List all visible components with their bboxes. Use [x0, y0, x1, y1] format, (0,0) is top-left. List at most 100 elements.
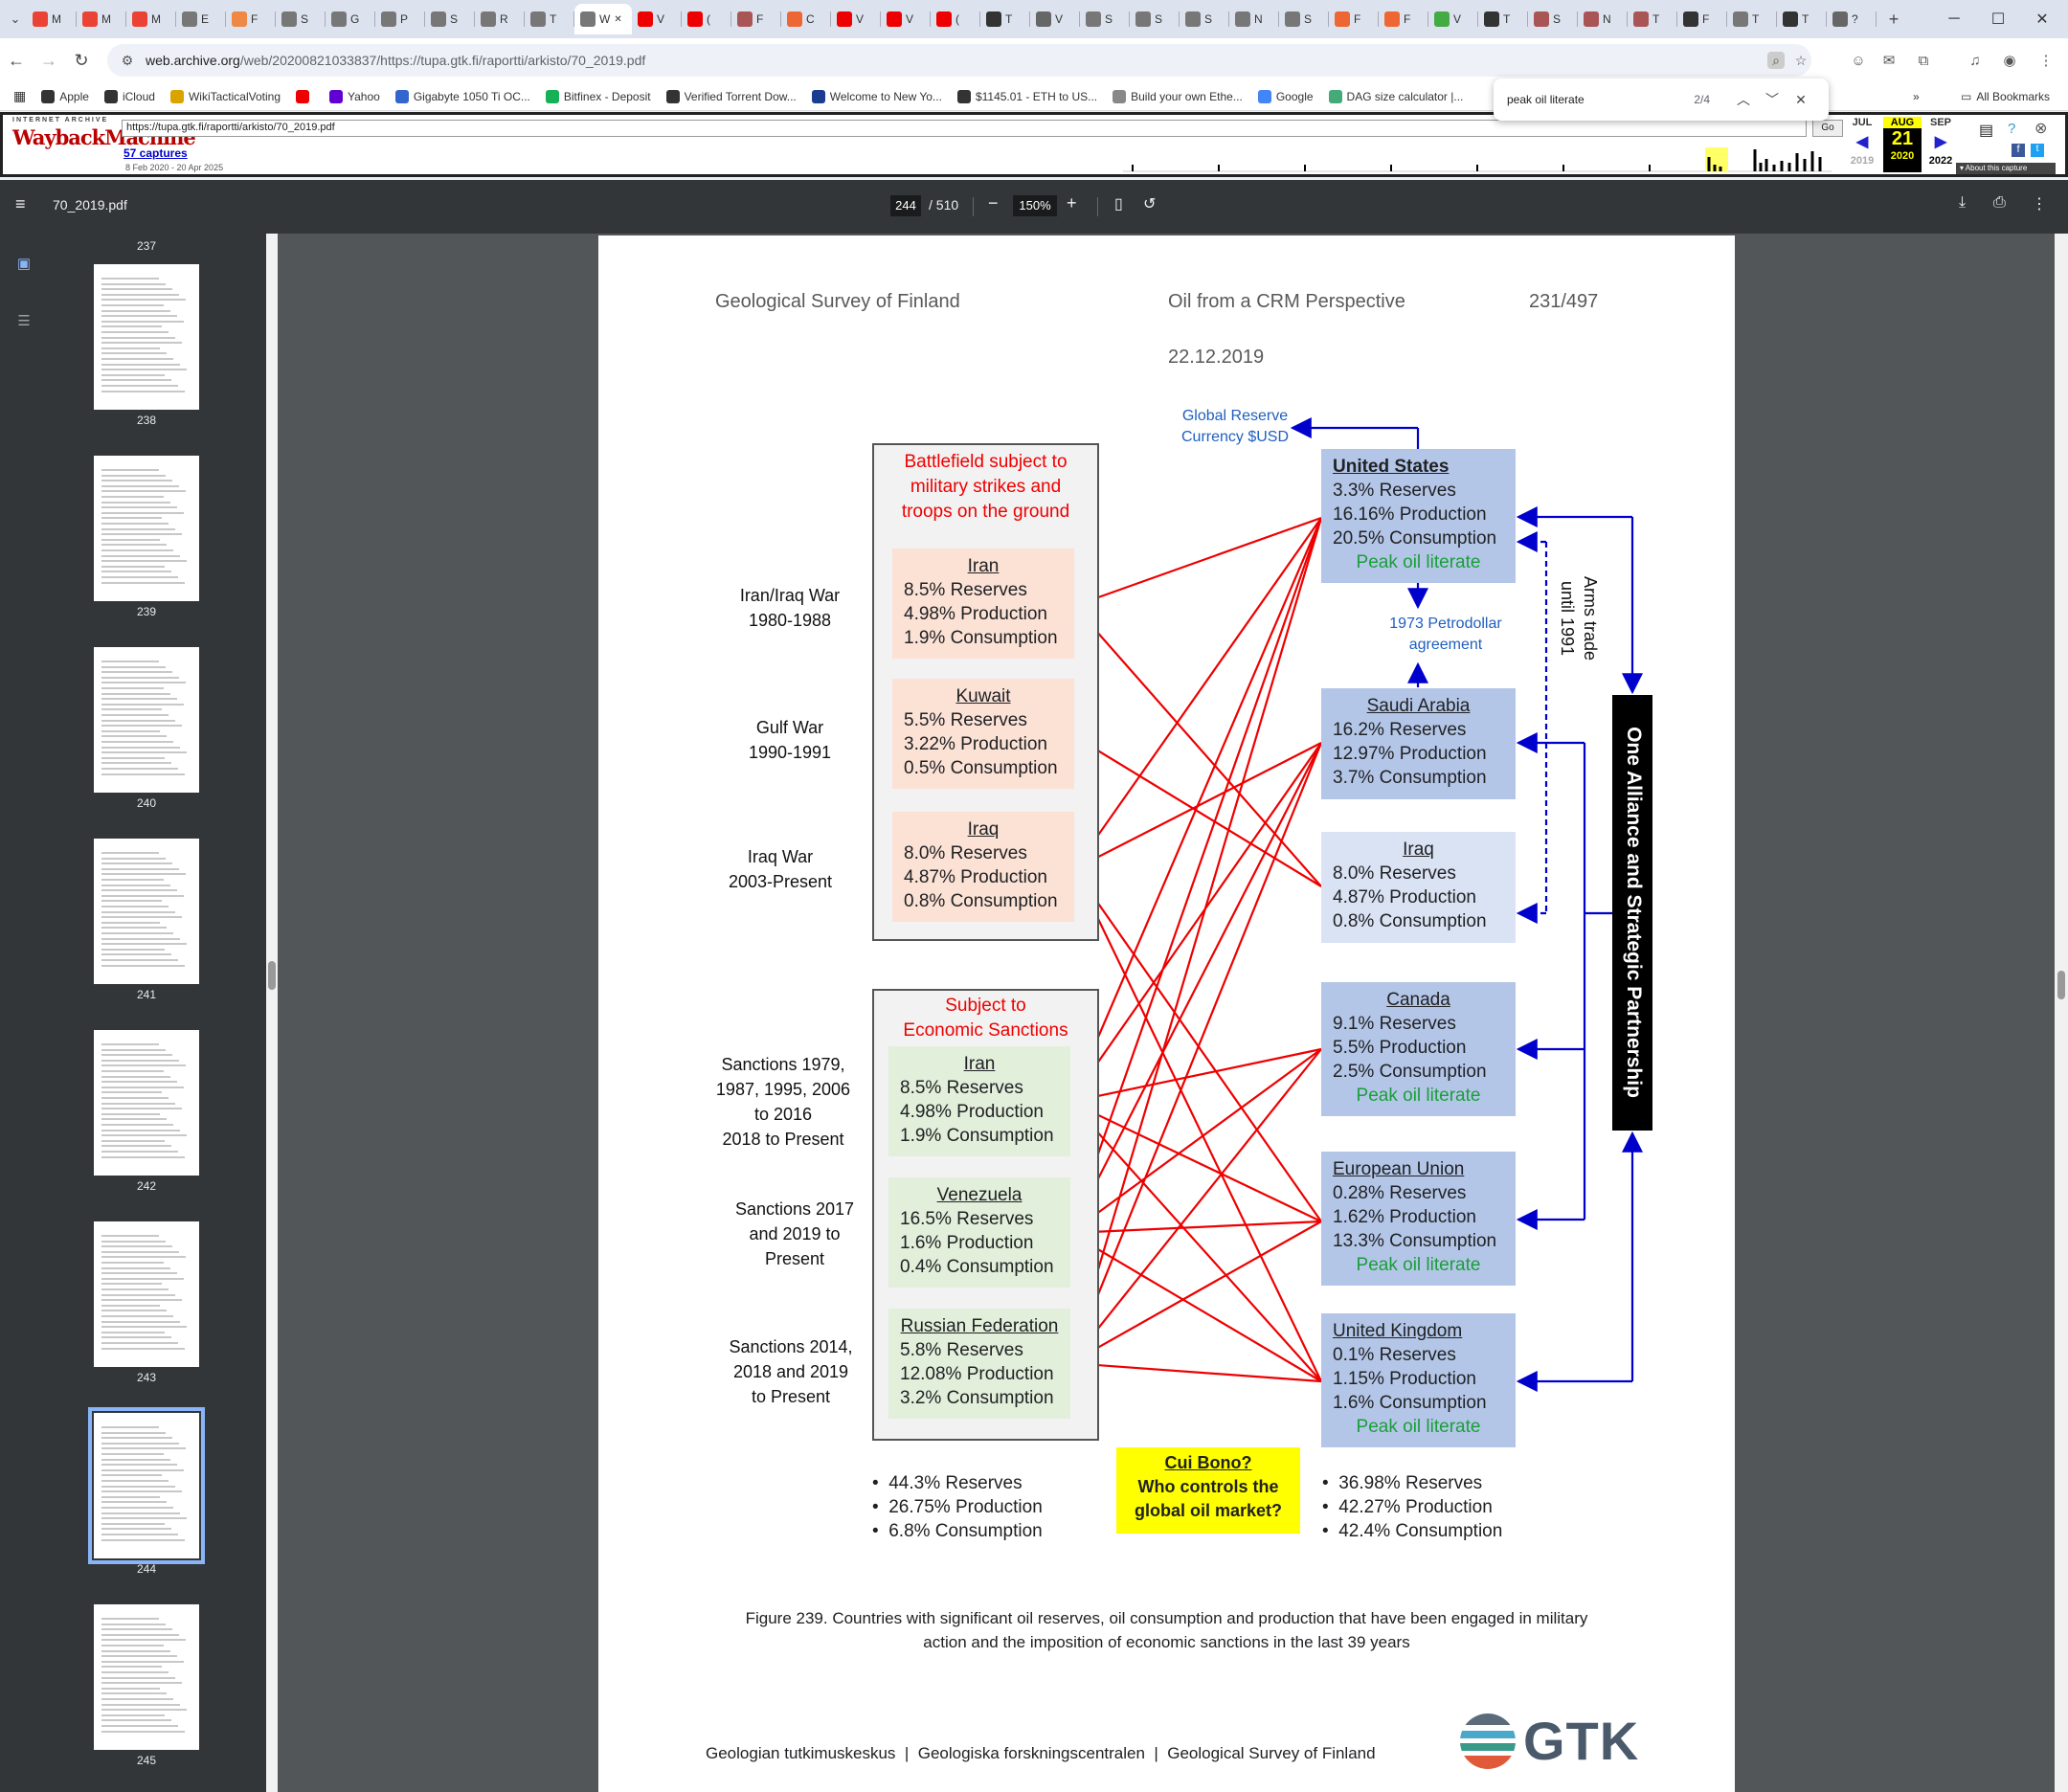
sync-icon[interactable]: ✉ [1882, 53, 1896, 69]
thumbnails-icon[interactable]: ▣ [16, 256, 32, 272]
browser-tab[interactable]: T [1777, 4, 1827, 34]
zoom-out-icon[interactable]: − [988, 193, 999, 213]
page-number-input[interactable]: 244 [890, 195, 921, 216]
browser-tab[interactable]: F [1677, 4, 1727, 34]
browser-tab[interactable]: S [276, 4, 326, 34]
wayback-logo[interactable]: INTERNET ARCHIVE WaybackMachine [12, 117, 196, 170]
close-wayback-icon[interactable]: ⊗ [2034, 121, 2048, 137]
page-thumbnail[interactable] [94, 456, 199, 601]
bookmark-item[interactable]: Bitfinex - Deposit [538, 85, 659, 108]
close-tab-icon[interactable]: ✕ [614, 13, 622, 25]
more-bookmarks-icon[interactable]: » [1913, 89, 1920, 103]
bookmark-item[interactable]: iCloud [97, 85, 163, 108]
bookmark-item[interactable]: Verified Torrent Dow... [659, 85, 804, 108]
bookmark-item[interactable]: Build your own Ethe... [1105, 85, 1250, 108]
sidebar-scroll-thumb[interactable] [268, 961, 276, 990]
fit-page-icon[interactable]: ▯ [1114, 196, 1123, 213]
page-thumbnail[interactable] [94, 647, 199, 793]
page-thumbnail[interactable] [94, 1604, 199, 1750]
browser-tab[interactable]: R [475, 4, 525, 34]
extensions-puzzle-icon[interactable]: ⧉ [1918, 52, 1929, 69]
browser-tab[interactable]: E [176, 4, 226, 34]
bookmark-item[interactable]: Google [1250, 85, 1321, 108]
find-input[interactable]: peak oil literate [1507, 93, 1585, 106]
bookmark-item[interactable]: Yahoo [322, 85, 388, 108]
back-button[interactable]: ← [8, 50, 25, 70]
browser-tab[interactable]: V [1428, 4, 1478, 34]
browser-tab[interactable]: T [1727, 4, 1777, 34]
browser-tab[interactable]: S [1130, 4, 1180, 34]
page-thumbnail[interactable] [94, 1221, 199, 1367]
find-prev-icon[interactable]: ︿ [1737, 92, 1750, 107]
reload-button[interactable]: ↻ [74, 50, 89, 70]
wayback-url-input[interactable]: https://tupa.gtk.fi/raportti/arkisto/70_… [122, 120, 1807, 137]
outline-icon[interactable]: ☰ [17, 313, 31, 329]
browser-tab[interactable]: W✕ [574, 4, 632, 34]
zoom-input[interactable]: 150% [1013, 195, 1057, 216]
twitter-icon[interactable]: t [2031, 144, 2044, 157]
browser-tab[interactable]: S [1180, 4, 1229, 34]
browser-tab[interactable]: M [27, 4, 77, 34]
month-next[interactable]: SEP ▶ 2022 [1922, 117, 1960, 172]
about-capture[interactable]: ▾ About this capture [1956, 163, 2056, 174]
menu-icon[interactable]: ⋮ [2038, 53, 2054, 69]
browser-tab[interactable]: S [425, 4, 475, 34]
bookmark-item[interactable]: Gigabyte 1050 Ti OC... [388, 85, 538, 108]
browser-tab[interactable]: V [1030, 4, 1080, 34]
browser-tab[interactable]: F [226, 4, 276, 34]
apps-icon[interactable]: ▦ [13, 88, 27, 103]
browser-tab[interactable]: C [781, 4, 831, 34]
media-icon[interactable]: ♫ [1969, 52, 1981, 69]
month-current[interactable]: AUG 21 2020 [1883, 117, 1922, 172]
new-tab-button[interactable]: + [1888, 9, 1899, 29]
prev-capture-icon[interactable]: ◀ [1855, 134, 1869, 150]
browser-tab[interactable]: ( [931, 4, 980, 34]
browser-tab[interactable]: V [632, 4, 682, 34]
browser-tab[interactable]: F [1329, 4, 1379, 34]
find-next-icon[interactable]: ﹀ [1765, 92, 1779, 107]
facebook-icon[interactable]: f [2012, 144, 2025, 157]
browser-tab[interactable]: ? [1827, 4, 1877, 34]
browser-tab[interactable]: S [1080, 4, 1130, 34]
browser-tab[interactable]: V [881, 4, 931, 34]
minimize-button[interactable]: ─ [1948, 11, 1960, 27]
browser-tab[interactable]: M [77, 4, 126, 34]
browser-tab[interactable]: T [980, 4, 1030, 34]
help-icon[interactable]: ? [2008, 121, 2016, 137]
page-thumbnail[interactable] [94, 839, 199, 984]
bookmark-item[interactable]: Welcome to New Yo... [804, 85, 950, 108]
browser-tab[interactable]: T [1478, 4, 1528, 34]
bookmark-item[interactable]: $1145.01 - ETH to US... [950, 85, 1105, 108]
print-icon[interactable]: ⎙ [1993, 194, 2006, 211]
page-thumbnail[interactable] [94, 1030, 199, 1176]
bookmark-item[interactable] [288, 85, 322, 108]
bookmark-item[interactable]: WikiTacticalVoting [163, 85, 288, 108]
pdf-menu-icon[interactable]: ≡ [15, 194, 26, 213]
rotate-icon[interactable]: ↺ [1143, 196, 1157, 213]
captures-link[interactable]: 57 captures [124, 146, 188, 160]
profile-avatar[interactable]: ◉ [2003, 53, 2016, 69]
main-scroll-thumb[interactable] [2057, 971, 2065, 999]
browser-tab[interactable]: N [1578, 4, 1628, 34]
browser-tab[interactable]: G [326, 4, 375, 34]
site-info-icon[interactable]: ⚙ [121, 52, 134, 68]
next-capture-icon[interactable]: ▶ [1934, 134, 1947, 150]
browser-tab[interactable]: S [1528, 4, 1578, 34]
all-bookmarks[interactable]: ▭All Bookmarks [1953, 85, 2057, 108]
more-icon[interactable]: ⋮ [2032, 196, 2047, 213]
browser-tab[interactable]: V [831, 4, 881, 34]
browser-tab[interactable]: F [1379, 4, 1428, 34]
bookmark-star-icon[interactable]: ☆ [1794, 52, 1808, 68]
browser-tab[interactable]: S [1279, 4, 1329, 34]
forward-button[interactable]: → [40, 50, 57, 70]
calendar-icon[interactable]: ▤ [1979, 123, 1994, 139]
extension-icon[interactable]: ☺ [1851, 52, 1866, 69]
bookmark-item[interactable]: Apple [34, 85, 97, 108]
capture-sparkline[interactable] [1123, 144, 1832, 172]
browser-tab[interactable]: M [126, 4, 176, 34]
sidebar-scrollbar[interactable] [266, 234, 278, 1792]
find-icon[interactable]: ⌕ [1767, 52, 1785, 69]
find-close-icon[interactable]: ✕ [1795, 91, 1807, 107]
month-prev[interactable]: JUL ◀ 2019 [1843, 117, 1881, 172]
maximize-button[interactable]: ☐ [1990, 11, 2006, 28]
